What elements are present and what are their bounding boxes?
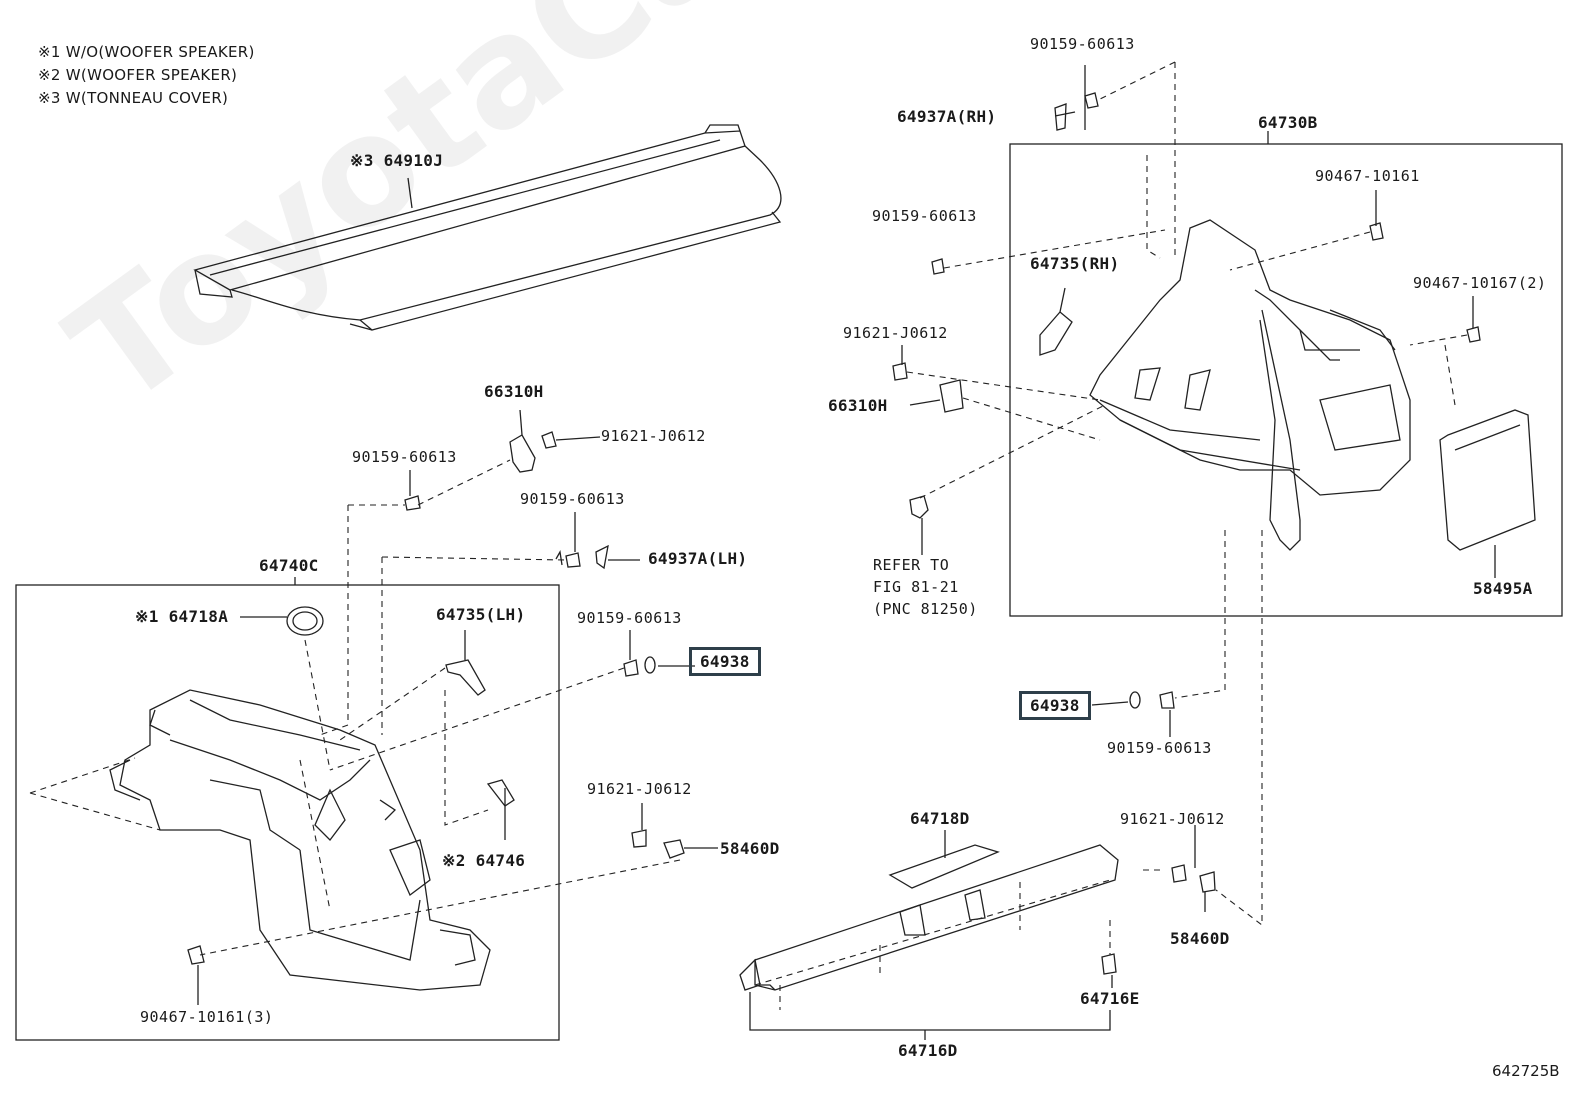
plate-64718d	[888, 844, 1000, 889]
label-91621-d: 91621-J0612	[1120, 810, 1225, 828]
label-64937a-lh: 64937A(LH)	[648, 549, 748, 568]
fasteners-right	[892, 92, 1481, 975]
ring-64718a	[286, 606, 324, 636]
label-90159-d: 90159-60613	[872, 207, 977, 225]
scuff-plate-drawing	[739, 844, 1119, 991]
label-64740c: 64740C	[259, 556, 319, 575]
label-90467-r: 90467-10161	[1315, 167, 1420, 185]
label-90159-top: 90159-60613	[1030, 35, 1135, 53]
note-1: ※1 W/O(WOOFER SPEAKER)	[38, 43, 255, 61]
label-58495a: 58495A	[1473, 579, 1533, 598]
label-64735-rh: 64735(RH)	[1030, 254, 1120, 273]
fasteners-left	[187, 431, 685, 965]
strip-64735-rh	[1039, 311, 1073, 356]
label-58460d-right: 58460D	[1170, 929, 1230, 948]
label-91621-c: 91621-J0612	[843, 324, 948, 342]
panel-58495a	[1439, 409, 1536, 551]
label-64910j: ※3 64910J	[350, 151, 444, 170]
label-64735-lh: 64735(LH)	[436, 605, 526, 624]
label-91621-b: 91621-J0612	[587, 780, 692, 798]
label-58460d-left: 58460D	[720, 839, 780, 858]
label-64716e: 64716E	[1080, 989, 1140, 1008]
right-group-box	[1009, 143, 1563, 617]
plate-64746	[486, 779, 515, 807]
label-64938-left: 64938	[689, 647, 761, 676]
left-trim-drawing	[109, 689, 491, 991]
label-90159-c: 90159-60613	[577, 609, 682, 627]
tonneau-cover-drawing	[193, 124, 782, 331]
strip-64735-lh	[445, 659, 486, 696]
refer-line-3: (PNC 81250)	[873, 600, 978, 618]
note-3: ※3 W(TONNEAU COVER)	[38, 89, 229, 107]
bracket-66310h-right	[939, 379, 964, 413]
bracket-66310h-left	[509, 434, 536, 473]
label-64716d: 64716D	[898, 1041, 958, 1060]
refer-line-2: FIG 81-21	[873, 578, 959, 596]
label-90467-2: 90467-10167(2)	[1413, 274, 1547, 292]
label-90159-b: 90159-60613	[520, 490, 625, 508]
label-64746: ※2 64746	[442, 851, 526, 870]
figure-id: 642725B	[1492, 1062, 1560, 1080]
label-64938-right: 64938	[1019, 691, 1091, 720]
right-trim-drawing	[1089, 219, 1411, 551]
label-66310h-left: 66310H	[484, 382, 544, 401]
label-91621-a: 91621-J0612	[601, 427, 706, 445]
left-group-box	[15, 584, 560, 1041]
label-90467-3: 90467-10161(3)	[140, 1008, 274, 1026]
part-64937a-rh	[1054, 103, 1067, 131]
label-90159-e: 90159-60613	[1107, 739, 1212, 757]
label-64718d: 64718D	[910, 809, 970, 828]
refer-line-1: REFER TO	[873, 556, 950, 574]
label-66310h-right: 66310H	[828, 396, 888, 415]
label-64937a-rh: 64937A(RH)	[897, 107, 997, 126]
label-90159-a: 90159-60613	[352, 448, 457, 466]
label-64718a: ※1 64718A	[135, 607, 229, 626]
note-2: ※2 W(WOOFER SPEAKER)	[38, 66, 238, 84]
label-64730b: 64730B	[1258, 113, 1318, 132]
